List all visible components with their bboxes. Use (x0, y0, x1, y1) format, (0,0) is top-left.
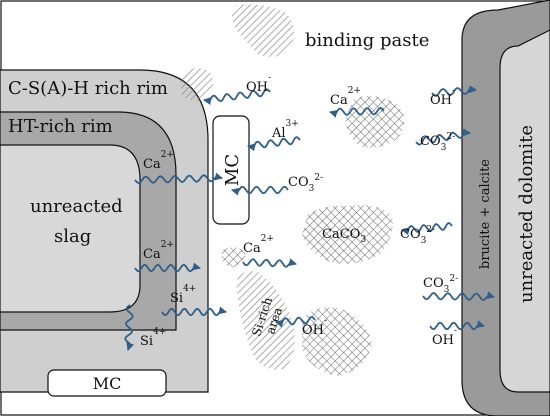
caco3-label: CaCO3 (322, 227, 366, 245)
ion-base: Si (170, 291, 183, 306)
ion-sup: 2- (446, 132, 455, 142)
ion-sup: 4+ (153, 327, 166, 337)
caco3-label-sub: 3 (360, 235, 366, 245)
slag-label-line2: slag (54, 226, 91, 247)
si-rich-area (236, 271, 295, 370)
ion-sup: - (324, 316, 327, 326)
ion-sup: 2+ (261, 234, 274, 244)
ion-base: OH (432, 333, 454, 348)
mc-box-right (212, 115, 250, 225)
ion-sup: 2- (426, 225, 435, 235)
ion-base: Si (140, 334, 153, 349)
ion-sup: 3+ (286, 119, 299, 129)
ht-rim-label: HT-rich rim (8, 116, 113, 137)
ion-base: Ca (143, 157, 161, 172)
brucite-calcite-label: brucite + calcite (478, 159, 493, 269)
ion-label-ca-mid: Ca2+ (243, 234, 274, 256)
ion-label-co3-mid: CO32- (400, 225, 435, 246)
arrow-ca-slag-1 (134, 172, 223, 185)
arrow-ca-top (329, 106, 385, 118)
precipitate-cross-small (221, 247, 246, 268)
arrow-co3-dolomite-bottom (422, 291, 495, 301)
ion-transport-arrows (124, 85, 495, 351)
ion-sub: 3 (309, 184, 315, 194)
ion-sup: 2+ (161, 150, 174, 160)
mc-bottom-label: MC (93, 374, 122, 393)
unreacted-dolomite-core (499, 29, 550, 393)
ion-label-oh-dolomite-top: OH- (430, 86, 455, 108)
ion-sup: - (454, 326, 457, 336)
ion-base: CO (288, 175, 309, 190)
arrow-oh-top (203, 88, 271, 105)
ion-label-oh-top: OH- (246, 73, 271, 95)
ion-label-ca-slag-2: Ca2+ (143, 240, 174, 262)
ion-label-oh-mid: OH- (302, 316, 327, 338)
ion-sup: 2+ (161, 240, 174, 250)
ion-base: OH (246, 80, 268, 95)
arrow-si-right (161, 306, 227, 317)
ion-label-si-right: Si4+ (170, 284, 196, 306)
arrow-oh-dolomite (431, 85, 477, 97)
ion-base: OH (302, 323, 324, 338)
ion-label-ca-slag-1: Ca2+ (143, 150, 174, 172)
ion-sup: 4+ (183, 284, 196, 294)
ion-label-co3-dolomite-top: CO32- (420, 132, 455, 153)
ion-sub: 3 (444, 285, 450, 295)
ion-base: OH (430, 93, 452, 108)
ion-sup: - (268, 73, 271, 83)
precipitate-cross-bottom (302, 307, 372, 376)
arrow-al (247, 136, 301, 152)
ion-sup: - (452, 86, 455, 96)
ion-labels: OH- Ca2+ OH- CO32- Al3+ Ca2+ CO32- CO32-… (140, 73, 458, 349)
precipitate-hatched-top (232, 4, 294, 57)
arrow-si-down (124, 304, 135, 351)
binding-paste-label: binding paste (305, 30, 429, 51)
ion-base: CO (423, 276, 444, 291)
unreacted-dolomite-label: unreacted dolomite (516, 125, 537, 303)
ion-label-ca-top: Ca2+ (330, 86, 361, 108)
ion-label-co3-mc: CO32- (288, 173, 323, 194)
ion-sup: 2- (449, 274, 458, 284)
arrow-co3-mc (231, 185, 289, 196)
ion-label-al: Al3+ (271, 119, 299, 141)
arrow-co3-mid (401, 222, 453, 236)
ion-base: CO (400, 227, 421, 242)
ion-label-co3-dolomite-bottom: CO32- (423, 274, 458, 295)
unreacted-slag-core (0, 144, 141, 313)
ion-base: Ca (243, 241, 261, 256)
caco3-label-base: CaCO (322, 227, 360, 242)
mc-right-label: MC (222, 154, 243, 186)
ion-base: CO (420, 134, 441, 149)
mc-box-bottom (47, 369, 167, 397)
ion-sub: 3 (441, 143, 447, 153)
arrow-oh-mid (275, 316, 316, 328)
slag-label-line1: unreacted (30, 196, 123, 217)
c-s-a-h-rim-label: C-S(A)-H rich rim (8, 78, 168, 99)
arrow-oh-dolomite-bottom (429, 320, 485, 331)
arrow-ca-mid (242, 258, 297, 268)
caco3-precipitate (302, 205, 393, 264)
arrow-co3-dolomite (415, 128, 471, 146)
ion-label-oh-dolomite-bottom: OH- (432, 326, 457, 348)
ion-base: Ca (143, 247, 161, 262)
ion-base: Al (271, 126, 286, 141)
ion-sup: 2+ (348, 86, 361, 96)
arrow-ca-slag-2 (134, 262, 201, 273)
ion-sub: 3 (421, 236, 427, 246)
precipitate-cross-top (345, 96, 405, 148)
precipitate-hatched-small (180, 68, 214, 101)
ion-sup: 2- (314, 173, 323, 183)
ion-base: Ca (330, 93, 348, 108)
ion-label-si-down: Si4+ (140, 327, 166, 349)
